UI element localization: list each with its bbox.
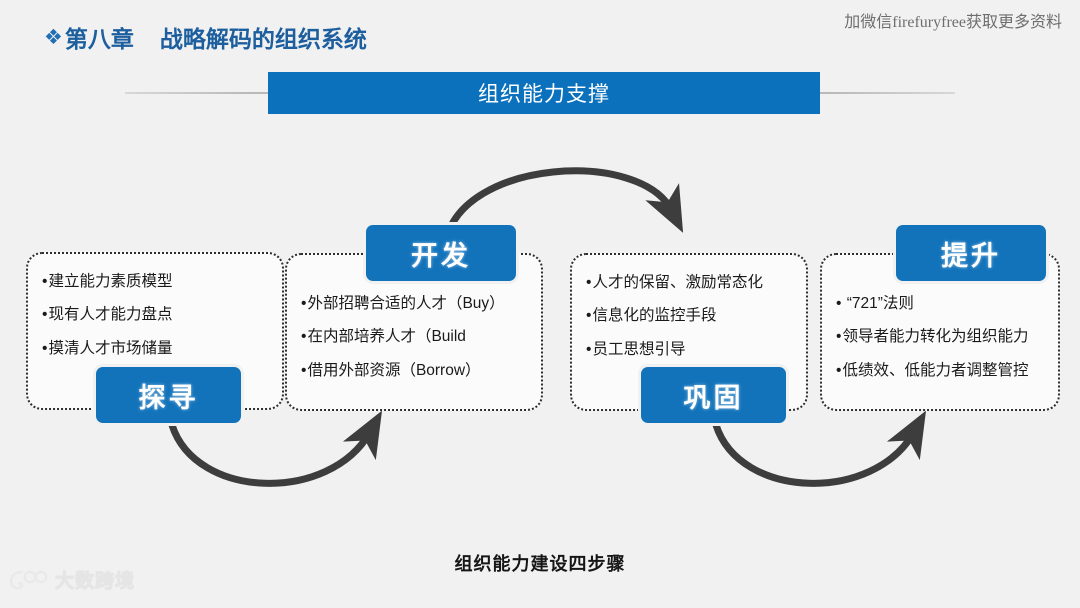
diamond-bullet-icon: ❖ bbox=[44, 25, 63, 49]
bullet-text: 外部招聘合适的人才（Buy） bbox=[307, 295, 505, 312]
watermark-text: 加微信firefuryfree获取更多资料 bbox=[844, 14, 1062, 31]
bullet-text: 在内部培养人才（Build bbox=[307, 328, 466, 346]
bullet-dot-icon: • bbox=[586, 307, 592, 325]
bullet-dot-icon: • bbox=[301, 295, 307, 312]
diagram-caption: 组织能力建设四步骤 bbox=[454, 554, 626, 574]
list-item: •在内部培养人才（Build bbox=[301, 329, 527, 345]
step-tab-label: 探寻 bbox=[138, 382, 199, 413]
list-item: •现有人才能力盘点 bbox=[42, 307, 268, 323]
bullet-text: 信息化的监控手段 bbox=[592, 307, 717, 325]
bullet-text: 现有人才能力盘点 bbox=[48, 306, 173, 324]
bullet-text: 人才的保留、激励常态化 bbox=[592, 274, 763, 291]
bullet-dot-icon: • bbox=[42, 306, 48, 324]
bullet-dot-icon: • bbox=[836, 328, 842, 346]
step-tab-label: 开发 bbox=[411, 240, 471, 271]
bullet-dot-icon: • bbox=[301, 328, 307, 346]
step-tab-label: 巩固 bbox=[683, 382, 744, 413]
list-item: •低绩效、低能力者调整管控 bbox=[836, 361, 1044, 379]
step-tab-develop[interactable]: 开发 bbox=[366, 225, 516, 281]
list-item: •摸清人才市场储量 bbox=[42, 339, 268, 357]
banner-title: 组织能力支撑 bbox=[478, 83, 610, 106]
chapter-number: 第八章 bbox=[64, 26, 134, 52]
list-item: •外部招聘合适的人才（Buy） bbox=[301, 295, 527, 312]
bullet-text: 低绩效、低能力者调整管控 bbox=[842, 361, 1029, 379]
brand-logo: 大数跨境 bbox=[8, 566, 135, 593]
bullet-text: 摸清人才市场储量 bbox=[48, 339, 173, 357]
step-card-3-bullets: •人才的保留、激励常态化 •信息化的监控手段 •员工思想引导 bbox=[572, 274, 806, 358]
list-item: •员工思想引导 bbox=[586, 340, 792, 358]
list-item: • “721”法则 bbox=[836, 295, 1044, 312]
chapter-title: 战略解码的组织系统 bbox=[159, 26, 367, 52]
step-tab-explore[interactable]: 探寻 bbox=[96, 367, 241, 423]
bullet-dot-icon: • bbox=[301, 361, 307, 379]
bullet-dot-icon: • bbox=[836, 361, 842, 379]
section-banner: 组织能力支撑 bbox=[0, 72, 1080, 114]
arrow-consolidate-to-improve bbox=[712, 410, 927, 487]
bullet-text: “721”法则 bbox=[846, 295, 914, 312]
step-tab-improve[interactable]: 提升 bbox=[896, 225, 1046, 281]
bullet-text: 领导者能力转化为组织能力 bbox=[842, 328, 1029, 346]
list-item: •信息化的监控手段 bbox=[586, 308, 792, 324]
arrow-explore-to-develop bbox=[168, 410, 383, 487]
chapter-heading: ❖ 第八章 战略解码的组织系统 bbox=[44, 20, 367, 54]
list-item: •建立能力素质模型 bbox=[42, 273, 268, 290]
bullet-text: 借用外部资源（Borrow） bbox=[307, 361, 481, 379]
bullet-text: 员工思想引导 bbox=[592, 340, 686, 358]
step-tab-consolidate[interactable]: 巩固 bbox=[641, 367, 786, 423]
banner-box: 组织能力支撑 bbox=[268, 72, 820, 114]
bullet-dot-icon: • bbox=[586, 274, 592, 291]
bullet-dot-icon: • bbox=[42, 273, 48, 290]
step-card-1-bullets: •建立能力素质模型 •现有人才能力盘点 •摸清人才市场储量 bbox=[28, 273, 282, 357]
step-card-4-bullets: • “721”法则 •领导者能力转化为组织能力 •低绩效、低能力者调整管控 bbox=[822, 295, 1058, 379]
bullet-dot-icon: • bbox=[836, 295, 846, 312]
step-card-2-bullets: •外部招聘合适的人才（Buy） •在内部培养人才（Build •借用外部资源（B… bbox=[287, 295, 541, 379]
list-item: •领导者能力转化为组织能力 bbox=[836, 329, 1044, 345]
logo-text: 大数跨境 bbox=[54, 571, 136, 593]
list-item: •人才的保留、激励常态化 bbox=[586, 274, 792, 291]
bullet-dot-icon: • bbox=[586, 340, 592, 358]
bullet-dot-icon: • bbox=[42, 339, 48, 357]
bullet-text: 建立能力素质模型 bbox=[48, 273, 173, 290]
list-item: •借用外部资源（Borrow） bbox=[301, 361, 527, 379]
step-tab-label: 提升 bbox=[941, 240, 1001, 271]
logo-mark-icon bbox=[8, 569, 48, 591]
